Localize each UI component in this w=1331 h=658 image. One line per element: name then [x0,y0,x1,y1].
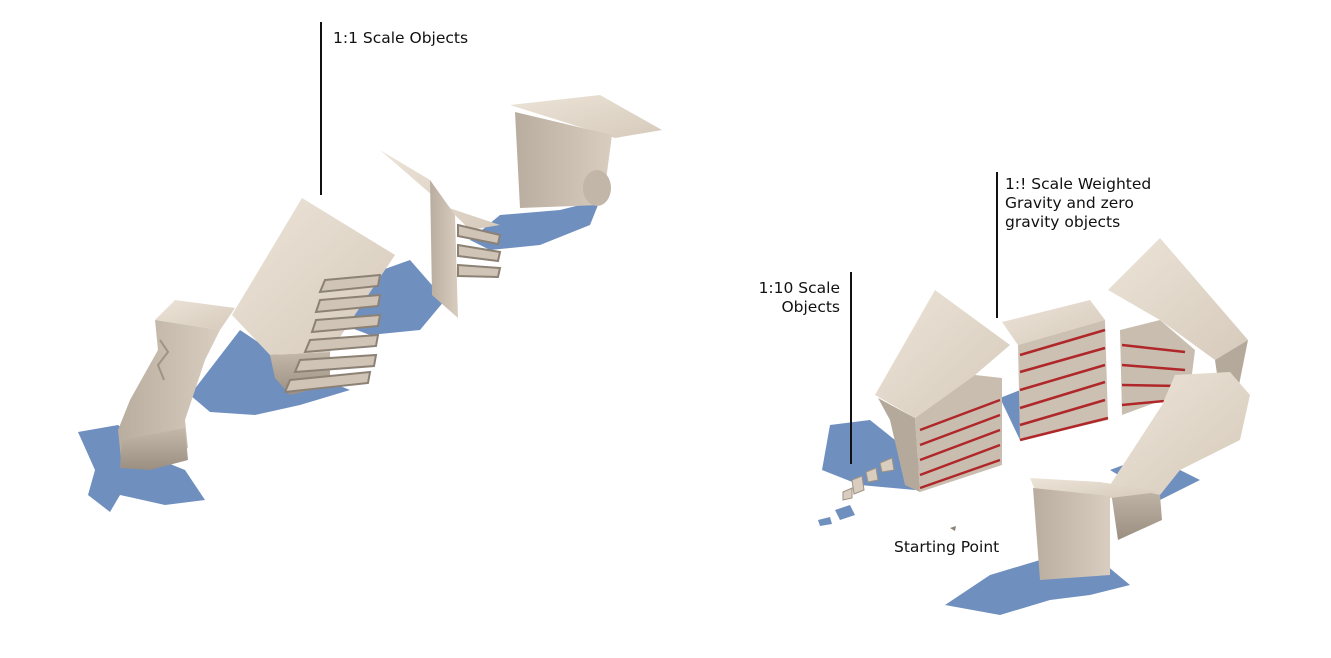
right-object-a [875,290,1010,492]
starting-point-marker [950,526,956,531]
tiny-objects [842,457,895,501]
leader-line-one-to-ten [850,272,852,464]
label-starting-point: Starting Point [894,538,1000,556]
right-object-d [1110,372,1250,540]
left-object-2 [232,198,395,395]
left-object-1 [118,300,235,470]
right-object-b [1002,300,1109,442]
leader-line-one-to-one [320,22,322,195]
right-object-e [1030,478,1160,580]
label-one-to-one-scale: 1:1 Scale Objects [333,29,469,47]
left-object-4 [510,95,662,208]
right-object-a-shelves [919,398,1001,490]
label-weighted-gravity: 1:! Scale Weighted Gravity and zero grav… [1005,175,1152,231]
left-object-2-shelves [283,273,382,394]
leader-line-weighted [996,172,998,318]
right-object-b-shelves [1019,328,1109,442]
left-object-3 [380,150,502,318]
label-one-to-ten-scale: 1:10 Scale Objects [758,279,840,316]
